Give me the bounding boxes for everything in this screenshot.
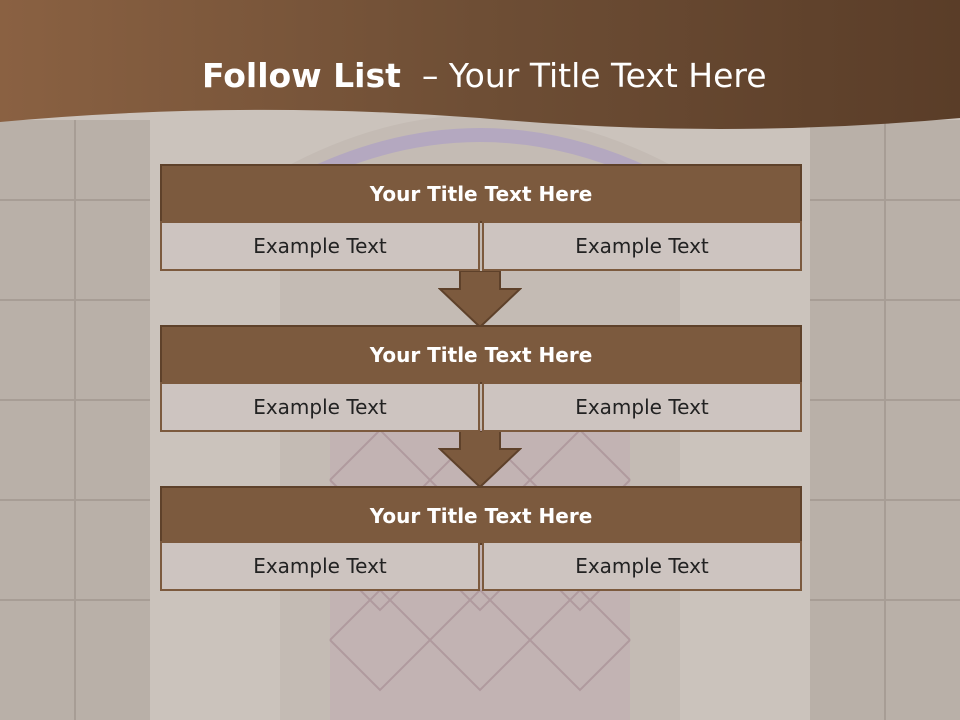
block-cell-right[interactable]: Example Text xyxy=(482,382,802,432)
block-cell-right[interactable]: Example Text xyxy=(482,541,802,591)
block-cell-left[interactable]: Example Text xyxy=(160,541,480,591)
slide-title: Follow List – Your Title Text Here xyxy=(202,52,767,100)
down-arrow-icon xyxy=(438,271,522,329)
block-cell-left[interactable]: Example Text xyxy=(160,221,480,271)
slide-title-rest: – Your Title Text Here xyxy=(400,56,767,95)
block-title[interactable]: Your Title Text Here xyxy=(160,164,802,223)
block-title[interactable]: Your Title Text Here xyxy=(160,325,802,384)
slide-title-bold: Follow List xyxy=(202,56,401,95)
block-cells: Example Text Example Text xyxy=(160,221,802,271)
down-arrow-icon xyxy=(438,431,522,489)
header-banner xyxy=(0,0,960,129)
block-cell-left[interactable]: Example Text xyxy=(160,382,480,432)
block-title[interactable]: Your Title Text Here xyxy=(160,486,802,545)
block-cells: Example Text Example Text xyxy=(160,541,802,591)
block-cells: Example Text Example Text xyxy=(160,382,802,432)
block-cell-right[interactable]: Example Text xyxy=(482,221,802,271)
